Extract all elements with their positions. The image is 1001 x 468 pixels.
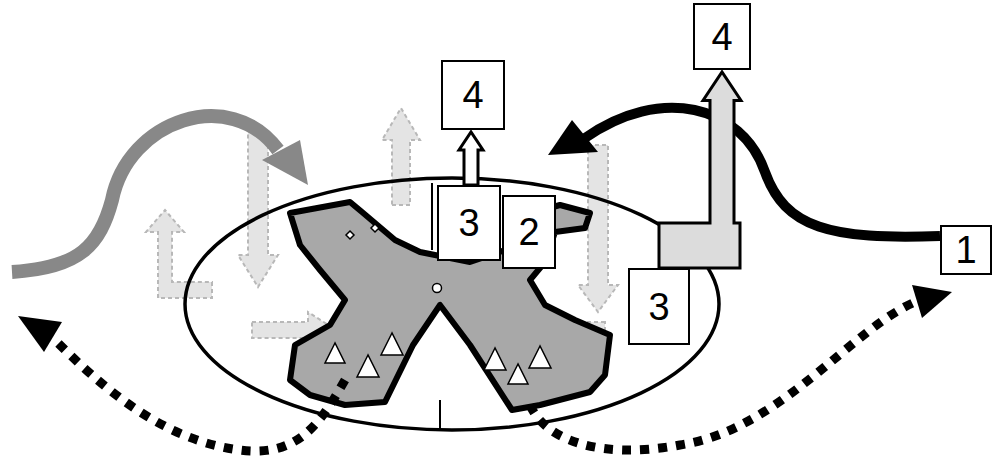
cord-outline <box>185 178 719 430</box>
neuron-triangle <box>325 343 345 363</box>
callout-number: 3 <box>648 288 669 326</box>
ascending-arrow <box>146 210 212 298</box>
callout-number: 1 <box>955 231 976 269</box>
callout-box: 4 <box>441 60 505 130</box>
callout-number: 4 <box>711 18 732 56</box>
projection-arrow <box>459 132 483 185</box>
callout-number: 3 <box>458 204 479 242</box>
ascending-arrow <box>382 108 420 205</box>
ventral-fissure <box>439 400 441 428</box>
callout-box: 3 <box>437 185 501 261</box>
arrowhead <box>18 316 62 352</box>
dorsal-septum <box>431 183 433 250</box>
callout-box: 3 <box>628 268 690 345</box>
projection-arrow <box>659 72 741 268</box>
neuron-triangle <box>381 333 403 355</box>
central-canal <box>433 284 442 293</box>
callout-box: 2 <box>502 195 556 269</box>
dorsal-root-arrow <box>585 108 940 237</box>
arrowhead <box>912 285 952 318</box>
arrowhead <box>548 120 598 155</box>
neuron-triangle <box>484 348 506 370</box>
grey-input-arrow <box>12 116 278 272</box>
callout-number: 2 <box>518 213 539 251</box>
dorsal-cell <box>371 224 379 232</box>
neuron-triangle <box>529 346 551 368</box>
callout-number: 4 <box>462 76 483 114</box>
arrowhead <box>262 140 308 185</box>
ventral-output-arrow <box>530 302 915 450</box>
ventral-output-arrow <box>55 340 345 451</box>
neuron-triangle <box>357 355 379 377</box>
callout-box: 4 <box>693 3 751 70</box>
neuron-triangle <box>508 364 528 384</box>
dorsal-cell <box>346 231 354 239</box>
callout-box: 1 <box>940 225 992 275</box>
